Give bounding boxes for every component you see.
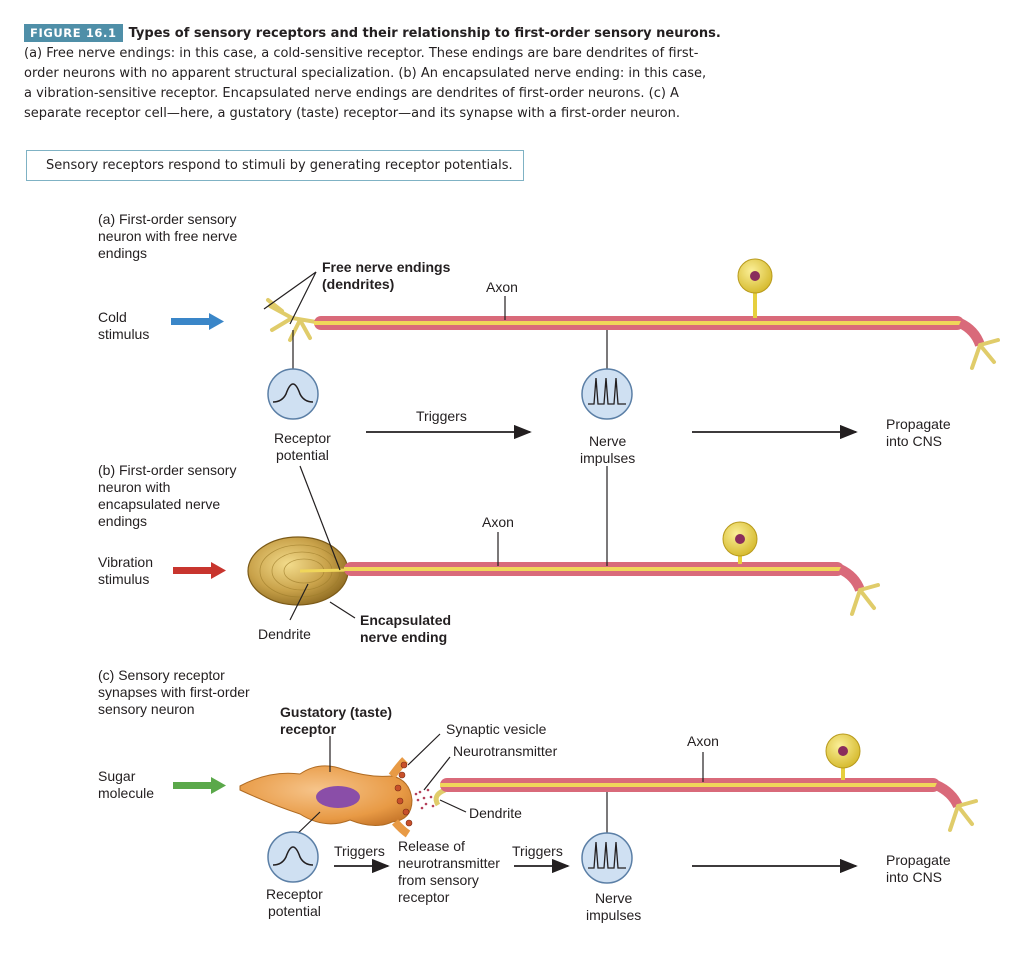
vibration-stimulus-label: Vibration stimulus (98, 554, 154, 587)
receptor-potential-graph-icon (267, 831, 319, 883)
triggers-c2-label: Triggers (512, 843, 563, 859)
figure-caption: FIGURE 16.1 Types of sensory receptors an… (24, 24, 724, 124)
caption-line-3: a vibration-sensitive receptor. Encapsul… (24, 86, 679, 101)
axon-b (344, 562, 844, 576)
dendrite-c-pointer (439, 799, 467, 813)
dendrite-c-label: Dendrite (469, 805, 522, 821)
figure-title: Types of sensory receptors and their rel… (128, 26, 721, 41)
triggers-a-label: Triggers (416, 408, 467, 424)
release-label: Release of neurotransmitter from sensory… (398, 838, 500, 905)
synaptic-vesicle-label: Synaptic vesicle (446, 721, 547, 737)
soma-b-nucleus (735, 534, 745, 544)
receptor-nucleus (316, 786, 360, 808)
caption-line-1: (a) Free nerve endings: in this case, a … (24, 46, 699, 61)
neurotransmitter-pointer (423, 756, 451, 791)
axon-b-end (837, 564, 865, 592)
axon-a-label: Axon (486, 279, 518, 295)
triggers-c1-label: Triggers (334, 843, 385, 859)
receptor-process-top (388, 757, 408, 779)
panel-b-heading: (b) First-order sensory neuron with enca… (98, 462, 237, 529)
caption-line-4: separate receptor cell—here, a gustatory… (24, 106, 680, 121)
panel-c-heading: (c) Sensory receptor synapses with first… (98, 667, 250, 717)
sugar-arrow-icon (173, 777, 226, 794)
receptor-process-bottom (391, 819, 411, 838)
free-endings-pointers (263, 271, 317, 325)
soma-c-nucleus (838, 746, 848, 756)
sugar-molecule-label: Sugar molecule (98, 768, 155, 801)
vesicle-pointer (407, 733, 441, 766)
axon-c-label: Axon (687, 733, 719, 749)
axon-c-terminals (948, 799, 978, 832)
receptor-potential-b-pointer (299, 465, 341, 571)
dendrite-b-label: Dendrite (258, 626, 311, 642)
receptor-potential-c-label: Receptor potential (266, 886, 323, 919)
encapsulated-pointer (329, 601, 356, 619)
dendrite-b-pointer (289, 583, 309, 621)
axon-b-label: Axon (482, 514, 514, 530)
caption-line-2: order neurons with no apparent structura… (24, 66, 707, 81)
synaptic-vesicles (394, 761, 413, 827)
receptor-potential-a-label: Receptor potential (274, 430, 331, 463)
capsule-dendrite (299, 568, 351, 573)
nerve-impulse-graph-icon (581, 368, 633, 420)
axon-a (314, 316, 964, 330)
figure-badge: FIGURE 16.1 (24, 24, 123, 42)
propagate-c-label: Propagate into CNS (886, 852, 951, 885)
free-nerve-endings (266, 298, 318, 342)
key-concept-callout: Sensory receptors respond to stimuli by … (26, 150, 524, 181)
nerve-impulses-c-label: Nerve impulses (586, 890, 642, 923)
axon-b-terminals (850, 583, 880, 616)
soma-a-nucleus (750, 271, 760, 281)
receptor-potential-graph-icon (267, 368, 319, 420)
nerve-impulses-a-label: Nerve impulses (580, 433, 636, 466)
cold-stimulus-label: Cold stimulus (98, 309, 150, 342)
encapsulated-label: Encapsulated nerve ending (360, 612, 452, 645)
neurotransmitter-label: Neurotransmitter (453, 743, 558, 759)
axon-c (440, 778, 940, 792)
propagate-a-label: Propagate into CNS (886, 416, 951, 449)
dendrite-c (433, 787, 447, 807)
gustatory-label: Gustatory (taste) receptor (280, 704, 393, 737)
free-nerve-endings-label: Free nerve endings (dendrites) (322, 259, 451, 292)
panel-a-heading: (a) First-order sensory neuron with free… (98, 211, 238, 261)
cold-arrow-icon (171, 313, 224, 330)
axon-a-end (957, 318, 985, 347)
vibration-arrow-icon (173, 562, 226, 579)
nerve-impulse-graph-icon (581, 832, 633, 884)
neurotransmitter-particles (414, 788, 435, 810)
axon-c-end (933, 780, 963, 809)
axon-a-terminals (970, 338, 1000, 370)
